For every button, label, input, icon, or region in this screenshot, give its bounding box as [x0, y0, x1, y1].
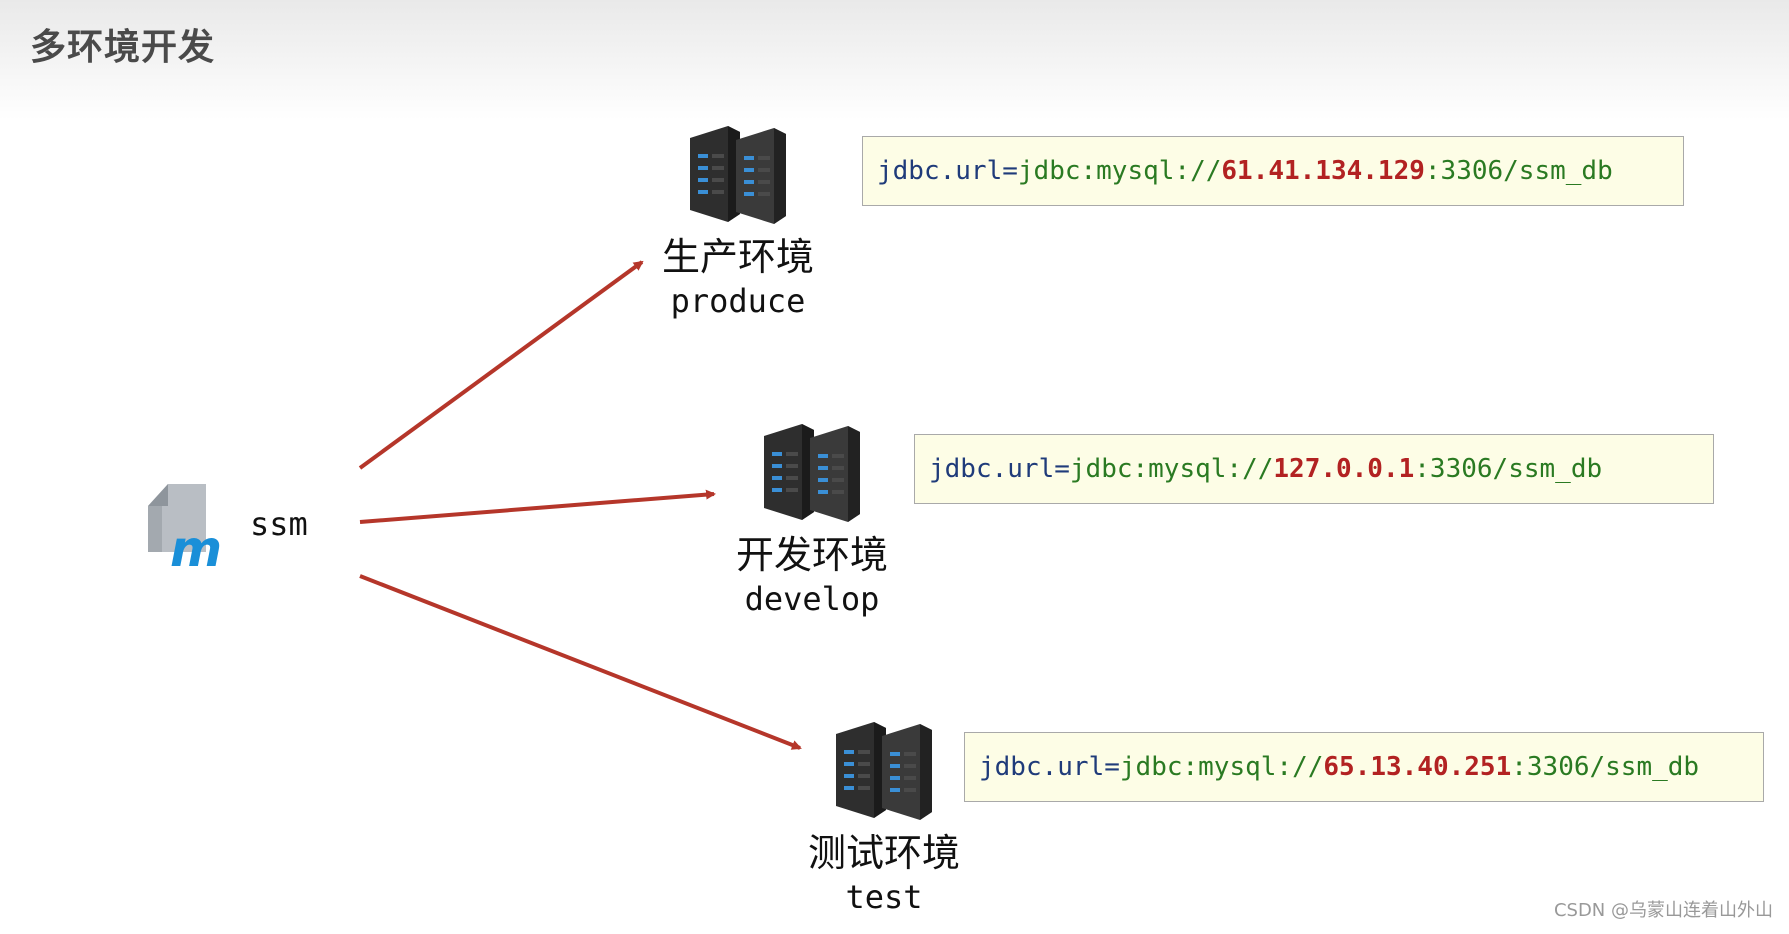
env-develop: 开发环境 develop	[702, 418, 922, 620]
env-name: 测试环境	[807, 831, 960, 875]
config-ip: 65.13.40.251	[1323, 752, 1512, 782]
arrow-to-produce	[358, 260, 644, 470]
svg-text:m: m	[170, 520, 222, 568]
config-eq: =	[1002, 156, 1018, 186]
config-eq: =	[1054, 454, 1070, 484]
config-key: jdbc.url	[929, 454, 1055, 484]
env-name: 生产环境	[661, 235, 814, 279]
env-code: test	[845, 878, 923, 916]
maven-icon: m	[148, 484, 222, 568]
config-ip: 127.0.0.1	[1273, 454, 1415, 484]
watermark: CSDN @乌蒙山连着山外山	[1553, 900, 1773, 921]
arrow-to-develop	[359, 489, 716, 524]
env-code: produce	[670, 282, 806, 320]
server-icon	[690, 126, 786, 224]
config-eq: =	[1104, 752, 1120, 782]
config-box-test: jdbc.url=jdbc:mysql://65.13.40.251:3306/…	[964, 732, 1764, 802]
page-title: 多环境开发	[30, 27, 216, 68]
config-prefix: jdbc:mysql://	[1069, 454, 1274, 484]
header-bar	[0, 0, 1789, 120]
config-prefix: jdbc:mysql://	[1017, 156, 1222, 186]
server-icon	[764, 424, 860, 522]
env-test: 测试环境 test	[774, 716, 994, 918]
config-prefix: jdbc:mysql://	[1119, 752, 1324, 782]
config-ip: 61.41.134.129	[1221, 156, 1425, 186]
config-box-develop: jdbc.url=jdbc:mysql://127.0.0.1:3306/ssm…	[914, 434, 1714, 504]
server-icon	[836, 722, 932, 820]
env-name: 开发环境	[735, 533, 888, 577]
config-suffix: :3306/ssm_db	[1414, 454, 1603, 484]
arrow-to-test	[359, 574, 802, 750]
config-suffix: :3306/ssm_db	[1424, 156, 1613, 186]
config-key: jdbc.url	[979, 752, 1105, 782]
env-code: develop	[744, 580, 880, 618]
config-box-produce: jdbc.url=jdbc:mysql://61.41.134.129:3306…	[862, 136, 1684, 206]
project-name: ssm	[250, 505, 308, 543]
env-produce: 生产环境 produce	[628, 120, 848, 322]
config-key: jdbc.url	[877, 156, 1003, 186]
config-suffix: :3306/ssm_db	[1511, 752, 1700, 782]
